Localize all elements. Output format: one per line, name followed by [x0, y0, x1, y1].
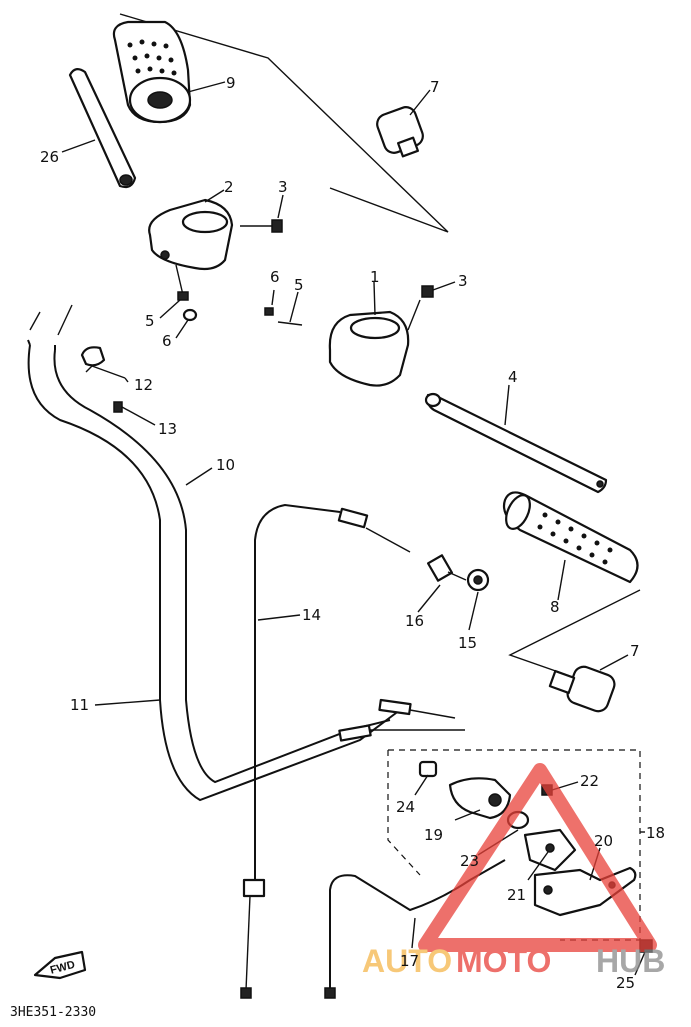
callout-labels: 9 26 7 2 3 5 6 1 6 5 3 12 13 4 10 14 16 … [40, 74, 665, 992]
part-throttle-grip [112, 20, 192, 124]
part-handlebar-tube [424, 392, 608, 494]
part-bar-end-weight-bottom [548, 665, 616, 713]
part-switch-housing-2 [148, 198, 234, 271]
callout-7: 7 [430, 78, 440, 96]
callout-20: 20 [594, 832, 613, 850]
callout-3: 3 [278, 178, 288, 196]
callout-16: 16 [405, 612, 424, 630]
part-cable-guide [80, 346, 126, 413]
callout-17: 17 [400, 952, 419, 970]
callout-12: 12 [134, 376, 153, 394]
part-throttle-tube [68, 68, 137, 189]
callout-10: 10 [216, 456, 235, 474]
watermark-logo: AUTO MOTO HUB [362, 763, 665, 979]
callout-25: 25 [616, 974, 635, 992]
diagram-code: 3HE351-2330 [10, 1005, 96, 1020]
callout-19: 19 [424, 826, 443, 844]
callout-8: 8 [550, 598, 560, 616]
part-left-grip [502, 491, 639, 584]
choke-cable [240, 503, 411, 999]
callout-14: 14 [302, 606, 321, 624]
callout-15: 15 [458, 634, 477, 652]
throttle-cables [27, 304, 465, 802]
callout-6b: 6 [270, 268, 280, 286]
part-bar-end-weight-top [376, 106, 424, 158]
part-adjuster [426, 554, 490, 592]
svg-text:AUTO: AUTO [362, 943, 452, 979]
part-switch-housing-1 [328, 299, 421, 387]
callout-5b: 5 [294, 276, 304, 294]
part-lever-bracket [418, 760, 653, 953]
fwd-arrow: FWD [33, 950, 87, 980]
callout-1: 1 [370, 268, 380, 286]
callout-6: 6 [162, 332, 172, 350]
callout-23: 23 [460, 852, 479, 870]
callout-22: 22 [580, 772, 599, 790]
part-screws [175, 219, 434, 326]
callout-26: 26 [40, 148, 59, 166]
callout-21: 21 [507, 886, 526, 904]
callout-13: 13 [158, 420, 177, 438]
callout-2: 2 [224, 178, 234, 196]
callout-4: 4 [508, 368, 518, 386]
callout-3b: 3 [458, 272, 468, 290]
svg-text:MOTO: MOTO [456, 943, 551, 979]
callout-5: 5 [145, 312, 155, 330]
callout-24: 24 [396, 798, 415, 816]
callout-7b: 7 [630, 642, 640, 660]
callout-9: 9 [226, 74, 236, 92]
svg-text:HUB: HUB [596, 943, 665, 979]
callout-11: 11 [70, 696, 89, 714]
callout-18: 18 [646, 824, 665, 842]
